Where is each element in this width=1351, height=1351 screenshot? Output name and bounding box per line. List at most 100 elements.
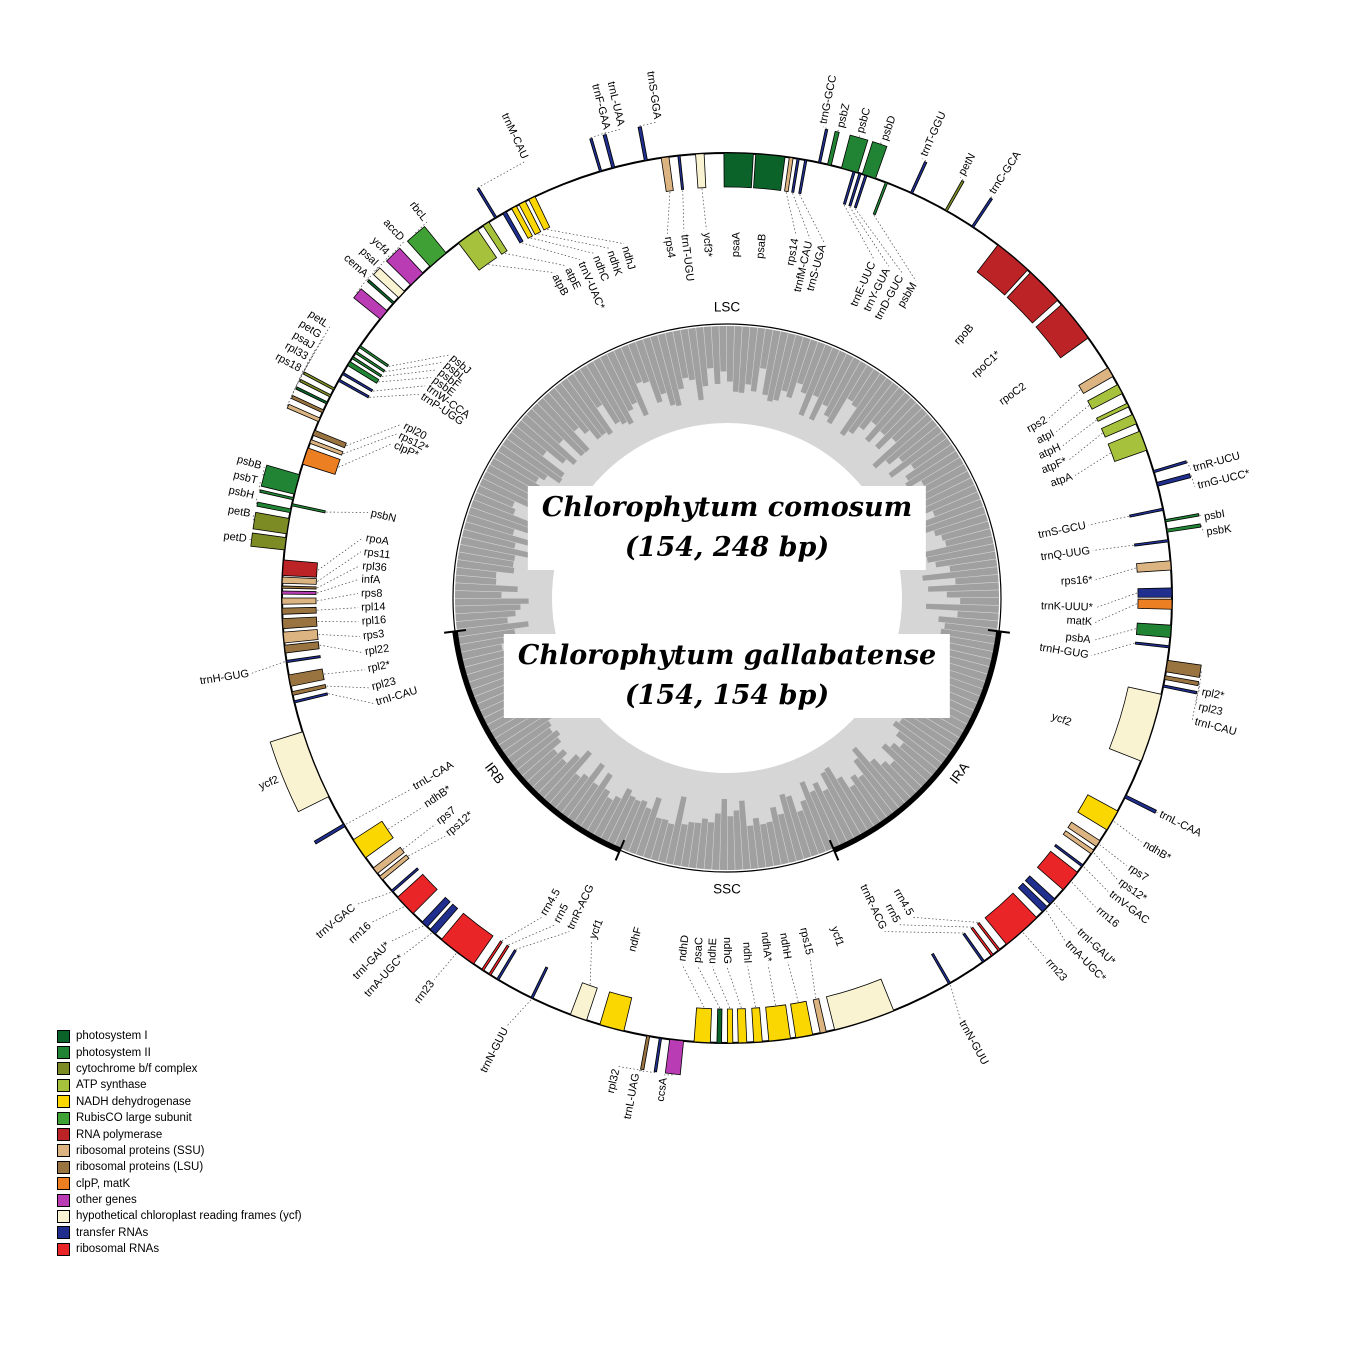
- gene-label-matK: matK: [1066, 615, 1093, 629]
- leader-line: [316, 578, 359, 594]
- leader-line: [369, 393, 420, 398]
- leader-line: [682, 190, 685, 232]
- leader-line: [787, 961, 799, 1002]
- leader-line: [328, 693, 374, 704]
- gene-block-ndhD: [693, 1007, 712, 1044]
- gene-label-ycf1: ycf1: [587, 918, 606, 941]
- leader-line: [258, 481, 261, 491]
- leader-line: [809, 957, 817, 999]
- gene-block-rps4: [660, 156, 674, 192]
- gene-block-ycf4: [372, 267, 406, 299]
- gene-label-rpl23: rpl23: [1197, 701, 1224, 718]
- leader-line: [1068, 432, 1103, 461]
- legend-label: clpP, matK: [76, 1177, 131, 1190]
- gene-block-trnfM-CAU: [791, 158, 800, 193]
- leader-line: [1053, 902, 1077, 929]
- legend-label: RNA polymerase: [76, 1128, 163, 1141]
- gene-block-atpA: [1107, 430, 1148, 462]
- leader-line: [697, 965, 721, 1009]
- gene-block-rpl14: [281, 606, 317, 615]
- leader-line: [1083, 866, 1109, 892]
- gene-block-rrn5: [970, 926, 994, 957]
- gene-block-psaC: [716, 1008, 723, 1044]
- gene-block-rpl23: [1164, 675, 1200, 687]
- gene-block-psbD: [861, 141, 888, 180]
- leader-line: [324, 669, 366, 675]
- gene-block-atpI: [1087, 384, 1123, 410]
- gene-label-psaA: psaA: [730, 231, 743, 257]
- gene-label-accD: accD: [381, 217, 407, 244]
- legend-label: ribosomal RNAs: [76, 1243, 160, 1256]
- gene-block-matK: [1137, 598, 1173, 610]
- species-1-size: (154, 248 bp): [624, 532, 830, 563]
- gene-block-ndhF: [599, 991, 633, 1032]
- leader-line: [726, 966, 742, 1008]
- gene-label-ndhB*: ndhB*: [1141, 838, 1174, 864]
- leader-line: [392, 241, 405, 255]
- leader-line: [1113, 821, 1142, 843]
- gene-label-rrn16: rrn16: [1094, 905, 1121, 931]
- gene-block-accD: [385, 247, 424, 286]
- gene-block-petG: [299, 378, 332, 398]
- gene-label-trnG-GCC: trnG-GCC: [818, 74, 840, 125]
- legend-item: photosystem I: [57, 1028, 302, 1044]
- leader-line: [385, 361, 444, 373]
- region-label-IRB: IRB: [482, 760, 508, 787]
- junction-tick: [444, 629, 467, 634]
- gene-label-rpl14: rpl14: [361, 601, 386, 614]
- leader-line: [338, 443, 392, 468]
- gene-block-clpP*: [302, 447, 341, 475]
- gene-label-ycf2: ycf2: [257, 774, 280, 793]
- gene-block-rpl2*: [288, 668, 325, 687]
- leader-line: [521, 242, 580, 260]
- legend-item: ATP synthase: [57, 1077, 302, 1093]
- gene-block-trnI-GAU*: [1024, 875, 1056, 905]
- gene-block-rpl33: [290, 395, 325, 414]
- gene-block-rps2: [1078, 367, 1114, 394]
- leader-line: [792, 193, 811, 239]
- leader-line: [799, 194, 825, 243]
- leader-line: [1088, 515, 1129, 526]
- leader-line: [346, 423, 402, 447]
- legend-label: photosystem I: [76, 1030, 148, 1043]
- gene-block-trnL-CAA: [1124, 794, 1157, 814]
- gene-block-rpl16: [282, 616, 318, 630]
- leader-line: [356, 277, 369, 293]
- gene-label-ycf3*: ycf3*: [701, 232, 714, 258]
- leader-line: [1071, 882, 1096, 908]
- leader-line: [316, 593, 359, 602]
- gene-block-rps16*: [1136, 560, 1172, 573]
- gene-block-psbM: [872, 181, 889, 216]
- gene-label-ccsA: ccsA: [655, 1076, 670, 1102]
- gene-label-rpl36: rpl36: [362, 560, 387, 574]
- gene-label-rpl2*: rpl2*: [1201, 686, 1226, 702]
- junction-tick: [987, 629, 1010, 634]
- ir-arc: [832, 631, 1002, 853]
- gene-label-trnT-GGU: trnT-GGU: [918, 110, 948, 158]
- legend-swatch-ps2: [57, 1046, 70, 1060]
- leader-line: [433, 953, 457, 980]
- leader-line: [822, 126, 827, 129]
- gene-block-trnV-GAC: [1054, 843, 1084, 868]
- legend-label: ribosomal proteins (SSU): [76, 1144, 205, 1157]
- legend-swatch-oth: [57, 1193, 70, 1207]
- gene-block-trnS-UGA: [798, 159, 808, 195]
- gene-block-rpl20: [312, 429, 347, 449]
- leader-line: [1074, 452, 1111, 476]
- leader-line: [1201, 525, 1204, 533]
- gene-block-rrn23: [440, 912, 494, 965]
- gene-block-psbF: [351, 356, 383, 378]
- gene-block-ycf3*: [695, 153, 707, 189]
- gc-content-ring: [455, 326, 999, 870]
- leader-line: [617, 1065, 643, 1071]
- gene-block-trnW-CCA: [341, 371, 374, 393]
- gene-label-trnL-CAA: trnL-CAA: [1157, 809, 1203, 840]
- gene-block-trnV-GAC: [390, 867, 420, 893]
- gene-block-rps7: [1067, 821, 1101, 848]
- gene-block-trnE-UUC: [842, 170, 856, 205]
- gene-block-psbC: [840, 134, 869, 174]
- gene-block-rps3: [282, 629, 319, 644]
- gene-block-trnG-GCC: [817, 128, 829, 164]
- leader-line: [604, 128, 622, 135]
